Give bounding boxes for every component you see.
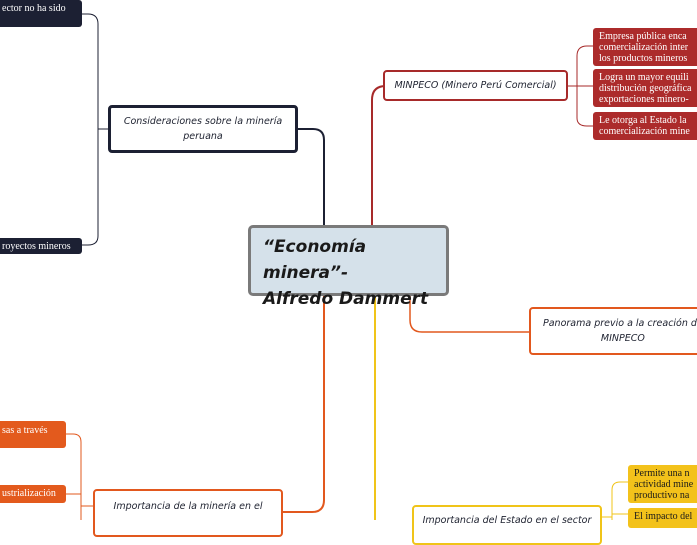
topic-consideraciones-line-2: peruana (183, 131, 223, 142)
link-importancia-subtopics (65, 433, 94, 520)
topic-importancia-estado[interactable]: Importancia del Estado en el sector (412, 505, 602, 545)
subtopic-navy-bottom-label: royectos mineros (2, 241, 71, 252)
link-estado-subtopics (599, 481, 629, 520)
subtopic-red-2-line-2: distribución geográfica (599, 83, 692, 94)
subtopic-yellow-1-line-3: productivo na (634, 490, 690, 501)
subtopic-yellow-2[interactable]: El impacto del (628, 508, 697, 528)
topic-importancia-mineria-label: Importancia de la minería en el (113, 501, 263, 512)
link-minpeco-subtopics (567, 45, 594, 127)
link-central-panorama (409, 295, 530, 333)
subtopic-navy-top-label: ector no ha sido (2, 3, 66, 14)
subtopic-red-2-line-1: Logra un mayor equili (599, 72, 689, 83)
subtopic-red-1-line-1: Empresa pública enca (599, 31, 687, 42)
topic-consideraciones-line-1: Consideraciones sobre la minería (123, 116, 283, 127)
subtopic-red-3-line-1: Le otorga al Estado la (599, 115, 687, 126)
subtopic-red-2-line-3: exportaciones minero- (599, 94, 689, 105)
topic-consideraciones[interactable]: Consideraciones sobre la minería peruana (108, 105, 298, 153)
subtopic-navy-bottom[interactable]: royectos mineros (0, 238, 82, 254)
link-central-importancia-mineria (282, 295, 325, 513)
subtopic-orange-2[interactable]: ustrialización (0, 485, 66, 503)
topic-minpeco[interactable]: MINPECO (Minero Perú Comercial) (383, 70, 568, 101)
topic-panorama-line-2: MINPECO (600, 333, 645, 344)
topic-panorama-line-1: Panorama previo a la creación de (543, 318, 697, 329)
link-central-minpeco (371, 85, 389, 226)
subtopic-red-3[interactable]: Le otorga al Estado la comercialización … (593, 112, 697, 140)
subtopic-yellow-1-line-2: actividad mine (634, 479, 694, 490)
topic-panorama[interactable]: Panorama previo a la creación de MINPECO (529, 307, 697, 355)
subtopic-orange-1-label: sas a través (2, 425, 48, 436)
subtopic-navy-top[interactable]: ector no ha sido (0, 0, 82, 27)
subtopic-red-3-line-2: comercialización mine (599, 126, 690, 137)
subtopic-red-1[interactable]: Empresa pública enca comercialización in… (593, 28, 697, 66)
topic-minpeco-label: MINPECO (Minero Perú Comercial) (394, 80, 557, 91)
subtopic-yellow-1[interactable]: Permite una n actividad mine productivo … (628, 465, 697, 503)
central-topic-line-1: “Economía minera”- (263, 237, 367, 283)
link-consideraciones-subtopics (81, 13, 109, 246)
subtopic-yellow-2-label: El impacto del (634, 511, 693, 522)
subtopic-orange-2-label: ustrialización (2, 488, 56, 499)
subtopic-yellow-1-line-1: Permite una n (634, 468, 690, 479)
central-topic[interactable]: “Economía minera”- Alfredo Dammert (248, 225, 449, 309)
topic-importancia-mineria[interactable]: Importancia de la minería en el (93, 489, 283, 537)
subtopic-red-2[interactable]: Logra un mayor equili distribución geogr… (593, 69, 697, 107)
subtopic-orange-1[interactable]: sas a través (0, 421, 66, 448)
central-topic-line-2: Alfredo Dammert (263, 289, 429, 309)
topic-importancia-estado-label: Importancia del Estado en el sector (422, 515, 592, 526)
subtopic-red-1-line-3: los productos mineros (599, 53, 688, 64)
link-central-consideraciones (297, 128, 325, 226)
subtopic-red-1-line-2: comercialización inter (599, 42, 689, 53)
